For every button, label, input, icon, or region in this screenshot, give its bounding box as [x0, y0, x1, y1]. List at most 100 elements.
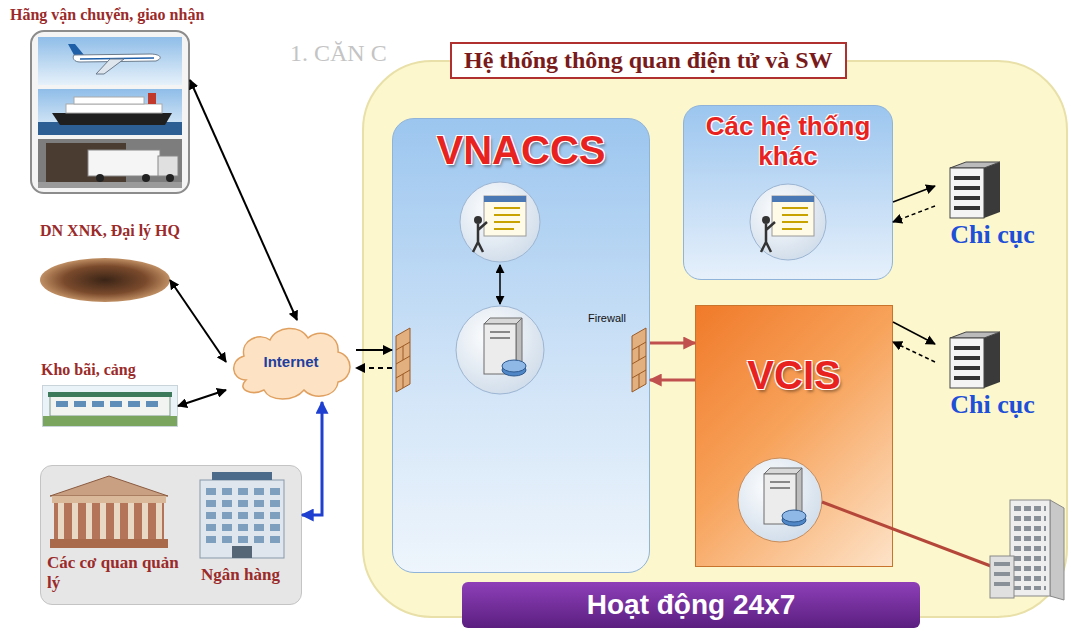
internet-cloud: Internet — [226, 320, 356, 402]
system-box: VNACCS — [392, 118, 650, 573]
airplane-photo-part — [73, 54, 160, 62]
document-icon-part — [762, 216, 770, 224]
data-link-line — [822, 502, 996, 568]
server-icon-part — [484, 318, 522, 324]
firewall-symbol-part — [632, 328, 646, 392]
office-node: Chi cục — [935, 158, 1050, 254]
status-bar: Hoạt động 24x7 — [462, 582, 920, 628]
headquarters-building-part — [994, 572, 1010, 576]
server-icon-part — [764, 474, 796, 524]
server-icon-part — [484, 324, 516, 374]
truck-photo-part — [46, 143, 126, 185]
document-icon — [460, 182, 540, 262]
airplane-photo — [38, 37, 182, 85]
office-building-part — [984, 332, 1000, 388]
server-icon-part — [796, 468, 802, 524]
document-icon-part — [772, 196, 814, 236]
warehouse-photo-part — [56, 401, 68, 407]
truck-photo-part — [96, 174, 104, 182]
airplane-photo-part — [80, 58, 154, 59]
icon-space — [935, 158, 1050, 220]
office-building-part — [984, 162, 1000, 218]
watermark-text: 1. CĂN C — [290, 40, 387, 67]
server-icon — [738, 458, 822, 542]
document-icon-part — [460, 182, 540, 262]
office-node: Chi cục — [935, 328, 1050, 424]
truck-photo — [38, 139, 182, 188]
firewall-symbol-part — [396, 342, 410, 388]
office-building-part — [950, 338, 984, 388]
server-icon-part — [770, 482, 790, 488]
ship-photo-part — [148, 93, 156, 104]
truck-photo-part — [142, 174, 150, 182]
connector-arrow — [893, 206, 935, 222]
photo-panel: Hãng vận chuyển, giao nhận — [30, 30, 190, 194]
warehouse-photo-part — [43, 386, 177, 426]
server-icon-part — [516, 318, 522, 374]
government-building-part — [142, 503, 148, 539]
government-building-part — [52, 496, 166, 503]
server-icon-part — [502, 360, 526, 372]
government-building-part — [50, 476, 168, 496]
oval-shape: DN XNK, Đại lý HQ — [40, 258, 170, 302]
government-building-part — [58, 503, 64, 539]
headquarters-building-part — [1014, 506, 1046, 590]
oval-heading: DN XNK, Đại lý HQ — [40, 222, 180, 240]
firewall-symbol — [632, 328, 646, 392]
government-building-part — [50, 539, 168, 548]
office-building-part — [954, 346, 980, 350]
ship-photo — [38, 89, 182, 135]
connector-arrow — [650, 379, 695, 382]
office-label: Chi cục — [935, 390, 1050, 420]
document-icon-part — [474, 216, 482, 224]
document-icon-part — [750, 184, 826, 260]
document-icon-part — [772, 196, 814, 202]
system-box: Các hệ thống khác — [683, 105, 893, 280]
document-icon-part — [761, 222, 775, 252]
government-building-part — [100, 503, 106, 539]
connector-arrow — [356, 349, 392, 351]
headquarters-building-part — [1050, 500, 1064, 600]
document-icon-part — [494, 208, 520, 229]
warehouse-photo-part — [146, 401, 158, 407]
warehouse-photo-part — [50, 396, 170, 416]
bank-building-part — [204, 486, 282, 544]
document-icon-part — [484, 196, 526, 202]
airplane-photo-part — [38, 37, 182, 85]
panel-heading: Kho bãi, cảng — [41, 361, 136, 379]
firewall-symbol — [396, 328, 410, 392]
connector-arrow — [170, 280, 226, 362]
airplane-photo-part — [96, 59, 124, 74]
truck-photo-part — [38, 139, 182, 188]
document-icon-part — [484, 196, 526, 236]
connector-arrow — [190, 80, 297, 320]
office-label: Chi cục — [935, 220, 1050, 250]
truck-photo-part — [38, 182, 182, 188]
document-icon — [750, 184, 826, 260]
document-icon-part — [782, 208, 808, 229]
headquarters-building-part — [1010, 500, 1050, 596]
photo-panel: Các cơ quan quản lýNgân hàng — [40, 465, 302, 605]
warehouse-photo-part — [48, 392, 172, 397]
ship-photo-part — [38, 122, 182, 135]
office-building-part — [950, 332, 1000, 338]
system-box: VCIS — [695, 305, 893, 567]
office-building — [950, 332, 1000, 388]
office-building-part — [954, 376, 980, 380]
bank-building — [200, 472, 284, 558]
server-icon-part — [456, 306, 544, 394]
connector-arrow — [302, 402, 322, 515]
firewall-symbol-part — [632, 342, 646, 388]
system-title: VCIS — [696, 352, 892, 398]
government-building — [50, 476, 168, 548]
government-building-part — [156, 503, 162, 539]
office-building — [950, 162, 1000, 218]
firewall-label: Firewall — [588, 312, 626, 324]
warehouse-photo-part — [43, 416, 177, 426]
bank-building-part — [200, 480, 284, 558]
document-icon-part — [473, 222, 487, 252]
panel-caption: Các cơ quan quản lý — [47, 553, 187, 592]
system-title: VNACCS — [393, 127, 649, 173]
